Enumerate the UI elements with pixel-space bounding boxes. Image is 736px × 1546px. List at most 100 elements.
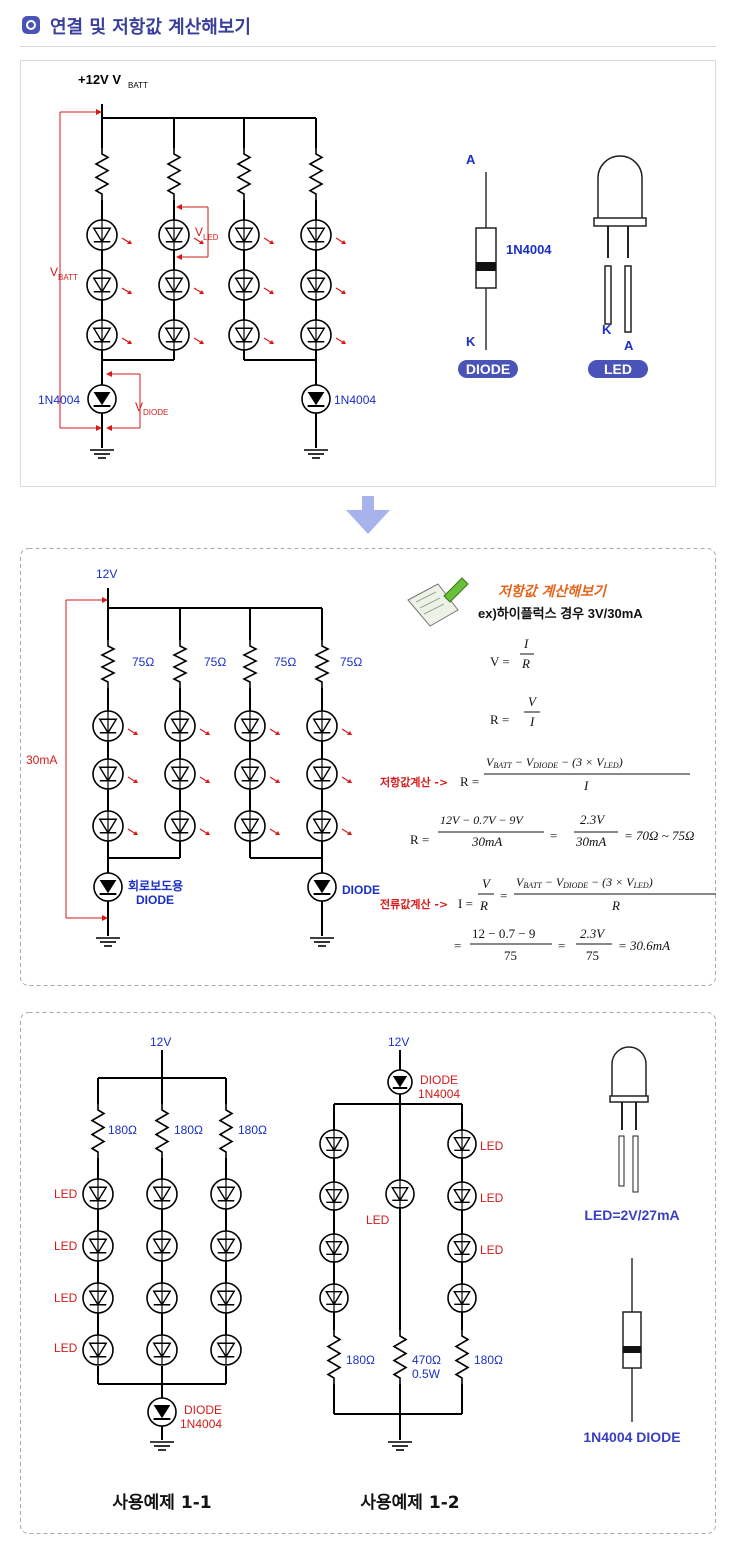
led-symbol bbox=[158, 269, 190, 301]
formula-i-general: I = V R = VBATT − VDIODE − (3 × VLED) R bbox=[458, 875, 716, 913]
ex1-res-1: 180Ω bbox=[108, 1123, 137, 1137]
svg-text:12V − 0.7V − 9V: 12V − 0.7V − 9V bbox=[440, 813, 524, 827]
led-symbol bbox=[228, 219, 260, 251]
ex2-diode-2: 1N4004 bbox=[418, 1087, 460, 1101]
resistor-symbol bbox=[392, 1330, 408, 1384]
supply-label: +12V V bbox=[78, 72, 121, 87]
svg-text:R: R bbox=[521, 656, 530, 671]
ground-symbol bbox=[96, 937, 120, 947]
diode-spec: 1N4004 DIODE bbox=[583, 1429, 680, 1445]
diode-symbol bbox=[87, 384, 117, 414]
ex2-led-right-1: LED bbox=[480, 1139, 504, 1153]
wiring-diagram: +12V V BATT V BATT V LED V DIODE 1N4004 … bbox=[20, 60, 716, 487]
diode-left-label: 1N4004 bbox=[38, 393, 80, 407]
led-component bbox=[593, 155, 647, 333]
down-arrow-icon bbox=[346, 496, 390, 534]
vdiode-sub: DIODE bbox=[143, 408, 168, 417]
light-arrow-icon bbox=[263, 337, 274, 344]
led-symbol bbox=[82, 1334, 114, 1366]
ex1-diode-1: DIODE bbox=[184, 1403, 222, 1417]
svg-text:30mA: 30mA bbox=[575, 834, 606, 849]
ex1-led-label-4: LED bbox=[54, 1341, 78, 1355]
led-symbol bbox=[82, 1282, 114, 1314]
current-calc-label: 전류값계산 -> bbox=[380, 897, 448, 911]
ex2-caption: 사용예제 1-2 bbox=[360, 1493, 459, 1513]
ex1-res-2: 180Ω bbox=[174, 1123, 203, 1137]
svg-text:V: V bbox=[528, 694, 538, 709]
resistor-symbol bbox=[242, 640, 258, 688]
notepad-icon bbox=[407, 577, 469, 627]
section-header: 연결 및 저항값 계산해보기 bbox=[20, 12, 716, 47]
led-symbol bbox=[82, 1230, 114, 1262]
diode-part-icon bbox=[622, 1258, 642, 1422]
resistor-symbol bbox=[308, 148, 324, 200]
light-arrow-icon bbox=[335, 337, 346, 344]
calc-title: 저항값 계산해보기 bbox=[498, 584, 608, 600]
led-symbol bbox=[300, 269, 332, 301]
light-arrow-icon bbox=[341, 728, 352, 735]
vdiode-label: V bbox=[135, 400, 143, 414]
light-arrow-icon bbox=[199, 828, 210, 835]
led-symbol bbox=[164, 810, 196, 842]
led-caption: LED bbox=[604, 361, 632, 377]
calc-example: ex)하이플럭스 경우 3V/30mA bbox=[478, 606, 643, 621]
svg-text:= 70Ω ~ 75Ω: = 70Ω ~ 75Ω bbox=[624, 828, 694, 843]
svg-text:I: I bbox=[523, 636, 529, 651]
svg-text:=: = bbox=[454, 938, 461, 953]
resistor-symbol bbox=[166, 148, 182, 200]
led-symbol bbox=[86, 319, 118, 351]
led-symbol bbox=[234, 710, 266, 742]
led-symbol bbox=[210, 1282, 242, 1314]
ground-symbol bbox=[310, 937, 334, 947]
led-symbol bbox=[447, 1233, 477, 1263]
ex2-led-middle: LED bbox=[366, 1213, 390, 1227]
led-symbol bbox=[319, 1129, 349, 1159]
resistor-symbol bbox=[154, 1104, 170, 1158]
led-symbol bbox=[158, 319, 190, 351]
svg-text:=: = bbox=[500, 888, 507, 903]
vled-label: V bbox=[195, 225, 203, 239]
diode-anode-label: A bbox=[466, 152, 476, 167]
led-symbol bbox=[228, 269, 260, 301]
page-title: 연결 및 저항값 계산해보기 bbox=[50, 17, 251, 38]
resistor-symbol bbox=[90, 1104, 106, 1158]
light-arrow-icon bbox=[335, 237, 346, 244]
ex2-supply: 12V bbox=[388, 1035, 409, 1049]
resistor-symbol bbox=[314, 640, 330, 688]
diode-caption-pill bbox=[458, 360, 518, 378]
light-arrow-icon bbox=[121, 237, 132, 244]
svg-text:12 − 0.7 − 9: 12 − 0.7 − 9 bbox=[472, 926, 535, 941]
wiring-panel: +12V V BATT V BATT V LED V DIODE 1N4004 … bbox=[20, 60, 716, 487]
light-arrow-icon bbox=[127, 828, 138, 835]
resistor-symbol bbox=[100, 640, 116, 688]
formula-i-numeric: = 12 − 0.7 − 9 75 = 2.3V 75 = 30.6mA bbox=[454, 926, 670, 963]
resistor-symbol bbox=[172, 640, 188, 688]
ex1-led-label-1: LED bbox=[54, 1187, 78, 1201]
resistor-symbol bbox=[236, 148, 252, 200]
diode-component bbox=[475, 172, 497, 350]
vbatt-sub: BATT bbox=[58, 273, 78, 282]
ground-symbol bbox=[150, 1441, 174, 1451]
svg-text:I: I bbox=[529, 714, 535, 729]
light-arrow-icon bbox=[193, 287, 204, 294]
svg-text:R =: R = bbox=[410, 832, 429, 847]
led-part-icon bbox=[609, 1046, 649, 1193]
vled-sub: LED bbox=[203, 233, 219, 242]
svg-text:75: 75 bbox=[586, 948, 599, 963]
svg-text:R: R bbox=[479, 898, 488, 913]
svg-text:R: R bbox=[611, 898, 620, 913]
resistor-symbol bbox=[218, 1104, 234, 1158]
led-symbol bbox=[210, 1334, 242, 1366]
led-symbol bbox=[146, 1334, 178, 1366]
ex1-led-label-2: LED bbox=[54, 1239, 78, 1253]
formula-v-ir: V = I R bbox=[490, 636, 534, 671]
resistor-label-4: 75Ω bbox=[340, 655, 362, 669]
svg-text:R =: R = bbox=[460, 774, 479, 789]
led-caption-pill bbox=[588, 360, 648, 378]
svg-text:2.3V: 2.3V bbox=[580, 812, 606, 827]
led-symbol bbox=[319, 1283, 349, 1313]
diode-caption: DIODE bbox=[466, 361, 510, 377]
svg-text:=: = bbox=[550, 828, 557, 843]
ex1-caption: 사용예제 1-1 bbox=[112, 1493, 211, 1513]
led-symbol bbox=[210, 1230, 242, 1262]
